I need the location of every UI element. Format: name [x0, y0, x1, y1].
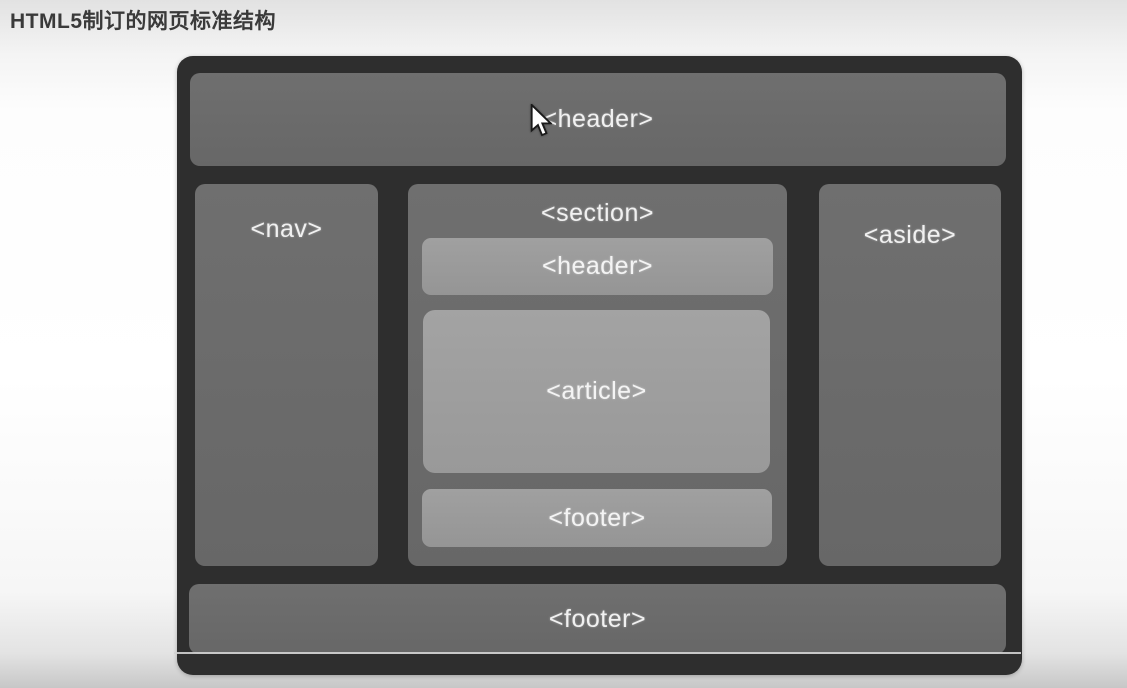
cursor-arrow-shape [530, 104, 552, 137]
nav-tag-label: <nav> [250, 215, 323, 243]
page-title: HTML5制订的网页标准结构 [10, 10, 276, 33]
article-tag-label: <article> [546, 377, 647, 405]
diagram-article-box: <article> [423, 310, 770, 473]
section-footer-tag-label: <footer> [548, 503, 646, 532]
aside-tag-label: <aside> [863, 221, 957, 249]
section-header-tag-label: <header> [541, 252, 654, 280]
diagram-aside-box: <aside> [819, 184, 1001, 566]
html5-structure-diagram: <header> <nav> <section> <header> <artic… [177, 56, 1022, 675]
page-header-tag-label: <header> [542, 105, 654, 133]
diagram-section-footer-box: <footer> [422, 489, 772, 547]
diagram-page-footer-box: <footer> [189, 584, 1006, 654]
section-tag-label: <section> [541, 199, 654, 227]
diagram-page-header-box: <header> [190, 73, 1006, 166]
page-footer-tag-label: <footer> [548, 604, 647, 633]
mouse-cursor-icon [530, 104, 552, 137]
diagram-section-header-box: <header> [422, 238, 773, 295]
footer-highlight-line [174, 652, 1021, 654]
diagram-nav-box: <nav> [195, 184, 378, 566]
diagram-section-box: <section> <header> <article> <footer> [408, 184, 787, 566]
